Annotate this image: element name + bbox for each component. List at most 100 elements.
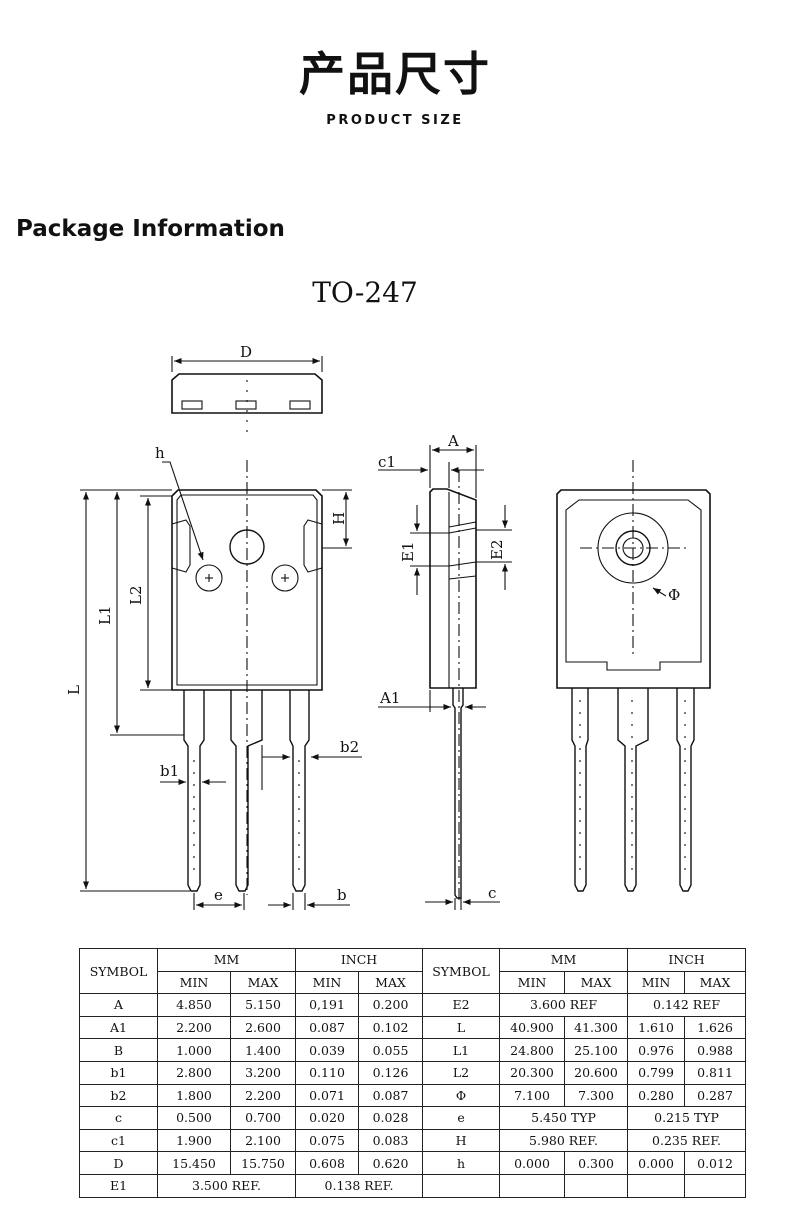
- header-min: MIN: [499, 970, 566, 995]
- cell-value: 0.142 REF: [627, 993, 747, 1017]
- cell-value: 3.600 REF: [499, 993, 629, 1017]
- cell-value: 0.700: [229, 1106, 297, 1130]
- cell-value: 25.100: [564, 1038, 629, 1062]
- cell-empty: [499, 1173, 566, 1198]
- cell-empty: [564, 1173, 629, 1198]
- cell-value: 20.300: [499, 1060, 566, 1085]
- cell-symbol: D: [79, 1151, 158, 1175]
- cell-value: 0.235 REF.: [627, 1128, 747, 1153]
- back-view: [556, 460, 711, 892]
- cell-symbol: b1: [79, 1060, 158, 1085]
- cell-value: 0.039: [295, 1038, 360, 1062]
- header-mm-right: MM: [499, 948, 629, 972]
- cell-value: 40.900: [499, 1015, 566, 1040]
- cell-symbol: L: [422, 1015, 501, 1040]
- cell-symbol: b2: [79, 1083, 158, 1108]
- dim-label-H: H: [330, 512, 348, 525]
- cell-value: 0.028: [358, 1106, 424, 1130]
- cell-symbol: A1: [79, 1015, 158, 1040]
- header-min: MIN: [627, 970, 686, 995]
- table-row: E1 3.500 REF. 0.138 REF.: [79, 1173, 747, 1198]
- header-symbol-right: SYMBOL: [422, 947, 501, 995]
- dim-label-b2: b2: [340, 738, 359, 756]
- cell-symbol: A: [79, 993, 158, 1017]
- cell-value: 1.800: [157, 1083, 231, 1108]
- cell-value: 0.500: [157, 1106, 231, 1130]
- cell-value: 0.976: [627, 1038, 686, 1062]
- cell-value: 0.620: [358, 1151, 424, 1175]
- cell-value: 0.200: [358, 993, 424, 1017]
- cell-value: 0.087: [358, 1083, 424, 1108]
- dim-label-h: h: [155, 444, 165, 462]
- table-row: b2 1.800 2.200 0.071 0.087 Φ 7.100 7.300…: [79, 1083, 747, 1108]
- cell-value: 3.200: [229, 1060, 297, 1085]
- dim-label-e: e: [214, 886, 223, 904]
- table-row: A 4.850 5.150 0,191 0.200 E2 3.600 REF 0…: [79, 993, 747, 1017]
- cell-value: 2.600: [229, 1015, 297, 1040]
- table-row: c 0.500 0.700 0.020 0.028 e 5.450 TYP 0.…: [79, 1106, 747, 1130]
- section-title: Package Information: [16, 216, 285, 242]
- dim-label-L2: L2: [127, 585, 145, 605]
- table-header-row-2: MIN MAX MIN MAX MIN MAX MIN MAX: [80, 970, 747, 995]
- header-min: MIN: [157, 970, 231, 995]
- cell-value: 0.988: [684, 1038, 747, 1062]
- cell-value: 0.071: [295, 1083, 360, 1108]
- cell-value: 0.300: [564, 1151, 629, 1175]
- cell-value: 5.980 REF.: [499, 1128, 629, 1153]
- cell-value: 0.138 REF.: [295, 1173, 424, 1198]
- cell-value: 1.000: [157, 1038, 231, 1062]
- dim-label-c: c: [488, 884, 496, 902]
- cell-value: 3.500 REF.: [156, 1173, 297, 1198]
- cell-value: 0.075: [295, 1128, 360, 1153]
- cell-value: 2.200: [157, 1015, 231, 1040]
- dim-label-L1: L1: [96, 605, 114, 625]
- dimensions-table: SYMBOL MM INCH SYMBOL MM INCH MIN MAX MI…: [79, 947, 747, 1198]
- cell-value: 5.450 TYP: [499, 1106, 629, 1130]
- cell-symbol: L2: [422, 1060, 501, 1085]
- header-inch-right: INCH: [627, 948, 747, 972]
- header-min: MIN: [295, 970, 360, 995]
- dim-label-E1: E1: [399, 542, 417, 563]
- cell-symbol: H: [422, 1128, 501, 1153]
- dim-label-L: L: [65, 685, 83, 695]
- dim-label-E2: E2: [488, 540, 506, 561]
- cell-empty: [627, 1173, 686, 1198]
- front-view: [80, 460, 362, 910]
- header-symbol-left: SYMBOL: [79, 947, 158, 995]
- cell-value: 2.100: [229, 1128, 297, 1153]
- cell-value: 0.280: [627, 1083, 686, 1108]
- cell-value: 0.000: [627, 1151, 686, 1175]
- header-mm-left: MM: [156, 948, 297, 972]
- cell-value: 2.200: [229, 1083, 297, 1108]
- cell-value: 15.750: [229, 1151, 297, 1175]
- cell-value: 0,191: [295, 993, 360, 1017]
- table-row: b1 2.800 3.200 0.110 0.126 L2 20.300 20.…: [79, 1060, 747, 1085]
- cell-symbol: c1: [79, 1128, 158, 1153]
- header-inch-left: INCH: [295, 948, 424, 972]
- cell-empty: [684, 1173, 747, 1198]
- cell-value: 0.012: [684, 1151, 747, 1175]
- cell-value: 7.300: [564, 1083, 629, 1108]
- header-max: MAX: [229, 970, 297, 995]
- dim-label-A: A: [447, 432, 459, 450]
- cell-symbol: e: [422, 1106, 501, 1130]
- dim-label-phi: Φ: [668, 586, 680, 604]
- cell-value: 1.626: [684, 1015, 747, 1040]
- cell-value: 41.300: [564, 1015, 629, 1040]
- side-view: [378, 445, 512, 910]
- cell-empty: [422, 1173, 501, 1198]
- dim-label-D: D: [240, 343, 252, 361]
- cell-value: 0.083: [358, 1128, 424, 1153]
- table-row: c1 1.900 2.100 0.075 0.083 H 5.980 REF. …: [79, 1128, 747, 1153]
- cell-value: 0.020: [295, 1106, 360, 1130]
- dim-label-c1: c1: [378, 453, 396, 471]
- page-title-cn: 产品尺寸: [299, 47, 491, 101]
- table-row: A1 2.200 2.600 0.087 0.102 L 40.900 41.3…: [79, 1015, 747, 1040]
- table-header-row-1: SYMBOL MM INCH SYMBOL MM INCH: [79, 947, 747, 995]
- package-drawing: D h H L L1 L2 b1 b2 e b A c1 E1 E2 A1 c …: [65, 343, 711, 910]
- cell-value: 0.126: [358, 1060, 424, 1085]
- cell-symbol: Φ: [422, 1083, 501, 1108]
- cell-value: 0.087: [295, 1015, 360, 1040]
- cell-symbol: E2: [422, 993, 501, 1017]
- cell-value: 0.287: [684, 1083, 747, 1108]
